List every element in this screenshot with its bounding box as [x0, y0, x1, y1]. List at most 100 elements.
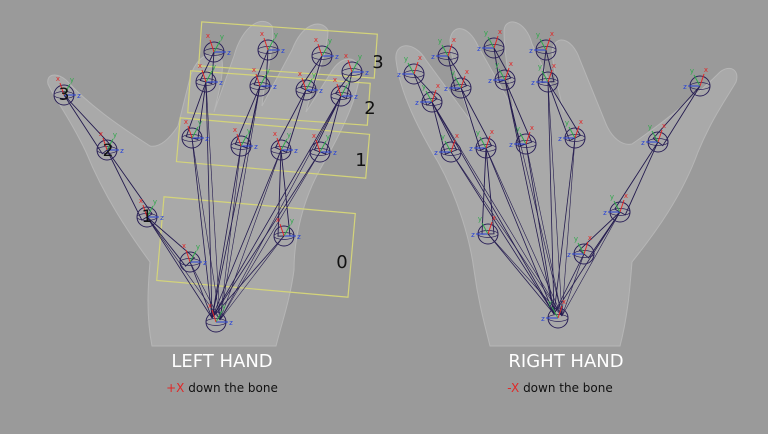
right-axis-x-label: x [530, 124, 534, 132]
left-caption-axis: +X [166, 381, 184, 395]
right-wrist-bone-b-5 [525, 143, 563, 317]
left-axis-x-label: x [233, 126, 237, 134]
left-axis-z-label: z [77, 92, 81, 100]
right-axis-y-label: y [478, 215, 482, 223]
left-axis-x-label: x [139, 197, 143, 205]
right-axis-x-label: x [579, 118, 583, 126]
left-axis-y-line [215, 310, 223, 323]
right-axis-y-label: y [484, 29, 488, 37]
left-axis-x-line [336, 83, 342, 97]
left-axis-x-line [276, 137, 282, 151]
left-joint-12: zyx [270, 130, 298, 161]
left-wrist-bone-3 [191, 137, 213, 319]
left-axis-y-line [280, 138, 288, 151]
right-axis-x-label: x [455, 132, 459, 140]
right-axis-z-label: z [431, 53, 435, 61]
left-wrist-bone-4 [211, 85, 261, 319]
hand-titles: LEFT HAND RIGHT HAND [171, 351, 623, 372]
right-axis-y-line [441, 44, 449, 57]
right-axis-y-line [407, 62, 415, 75]
right-axis-y-label: y [548, 299, 552, 307]
left-wrist-bone-b-3 [191, 137, 221, 321]
right-wrist-bone-6 [485, 147, 555, 315]
right-axis-z-label: z [603, 209, 607, 217]
right-axis-x-line [493, 35, 499, 49]
right-axis-x-label: x [624, 192, 628, 200]
hand-silhouettes [47, 20, 738, 347]
left-caption-rest: down the bone [188, 381, 278, 395]
segment-label-2: 2 [364, 98, 375, 119]
left-axis-y-line [259, 74, 267, 87]
left-axis-y-line [267, 38, 275, 51]
left-axis-z-label: z [297, 233, 301, 241]
left-axis-x-label: x [184, 118, 188, 126]
right-wrist-bone-b-1 [561, 253, 585, 317]
right-axis-y-line [539, 38, 547, 51]
left-axis-x-label: x [99, 130, 103, 138]
right-axis-y-line [541, 70, 549, 83]
right-axis-y-line [479, 136, 487, 149]
right-axis-x-line [557, 305, 563, 319]
left-joint-7: zyx [203, 32, 231, 63]
left-axis-x-label: x [182, 242, 186, 250]
left-joint-10: zyx [257, 30, 285, 61]
left-axis-x-line [301, 77, 307, 91]
left-wrist-bone-b-7 [219, 235, 285, 321]
left-joint-16: zyx [330, 76, 358, 107]
right-axis-y-line [519, 132, 527, 145]
left-wrist-bone-5 [211, 145, 242, 319]
hand-captions: +X down the bone -X down the bone [166, 381, 613, 395]
right-axis-z-label: z [509, 141, 513, 149]
segment-box-0 [156, 196, 356, 298]
right-axis-x-label: x [552, 62, 556, 70]
left-joint-13: zyx [295, 70, 323, 101]
left-axis-x-label: x [208, 302, 212, 310]
right-axis-y-label: y [574, 235, 578, 243]
right-axis-y-line [454, 76, 462, 89]
right-axis-x-line [413, 61, 419, 75]
left-axis-x-line [211, 309, 217, 323]
segment-labels: 0 1 2 3 [336, 52, 383, 273]
right-wrist-bone-b-0 [561, 211, 621, 317]
left-axis-y-label: y [274, 31, 278, 39]
left-axis-y-line [319, 140, 327, 153]
right-axis-x-line [487, 221, 493, 235]
right-wrist-bone-2 [547, 81, 555, 315]
left-joint-11: zyx [273, 216, 301, 247]
left-hand-title: LEFT HAND [171, 351, 272, 372]
left-axis-x-line [187, 125, 193, 139]
left-axis-z-label: z [365, 69, 369, 77]
left-joint-4: zyx [53, 75, 81, 106]
right-caption-axis: -X [507, 381, 519, 395]
left-axis-y-label: y [290, 217, 294, 225]
left-wrist-bone-b-9 [219, 151, 321, 321]
right-wrist-bone-3 [553, 137, 576, 315]
left-axis-z-label: z [203, 259, 207, 267]
right-axis-x-label: x [662, 122, 666, 130]
left-axis-y-line [321, 44, 329, 57]
left-axis-x-label: x [298, 70, 302, 78]
left-joint-15: zyx [309, 132, 337, 163]
right-axis-x-label: x [588, 234, 592, 242]
left-axis-x-line [317, 43, 323, 57]
right-axis-y-line [613, 200, 621, 213]
left-axis-y-line [189, 250, 197, 263]
right-wrist-bone-b-8 [431, 101, 563, 317]
left-axis-y-line [191, 126, 199, 139]
right-axis-y-label: y [441, 133, 445, 141]
right-wrist-bone-b-2 [547, 81, 563, 317]
left-axis-y-label: y [326, 133, 330, 141]
left-axis-y-label: y [312, 71, 316, 79]
